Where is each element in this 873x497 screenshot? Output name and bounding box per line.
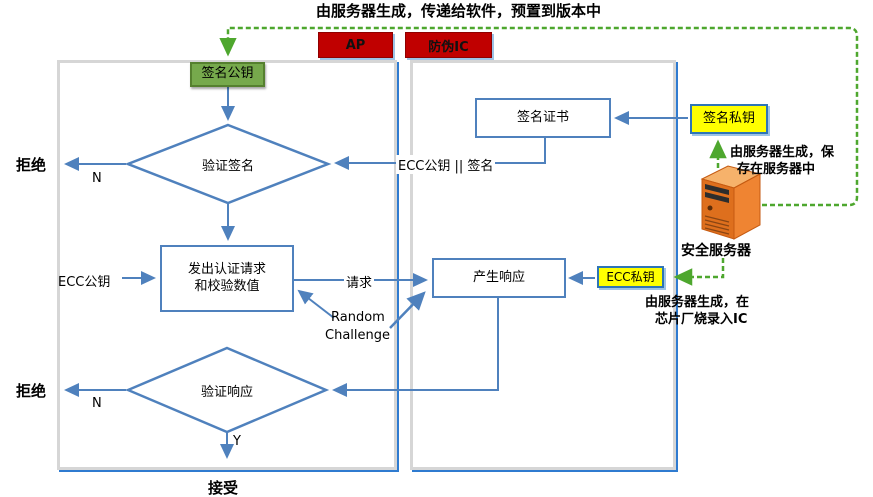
diamond-label-verify-response: 验证响应: [200, 385, 253, 400]
node-ecc-private-key: ECC私钥: [597, 266, 664, 288]
annotation-burned-into-ic-line1: 由服务器生成，在: [645, 295, 750, 310]
node-sign-public-key: 签名公钥: [190, 62, 265, 87]
node-sign-private-key: 签名私钥: [690, 104, 768, 134]
node-generate-response: 产生响应: [432, 258, 566, 298]
label-reject-bottom: 拒绝: [16, 382, 47, 400]
arrow-random-to-request-box: [297, 289, 335, 319]
dashed-arrow-server-to-ecc-privkey: [673, 258, 725, 286]
annotation-preset-to-version: 由服务器生成，传递给软件，预置到版本中: [316, 2, 602, 20]
label-y: Y: [233, 434, 241, 449]
annotation-burned-into-ic: 由服务器生成，在 芯片厂烧录入IC: [645, 294, 749, 328]
tab-anti-counterfeit-ic: 防伪IC: [405, 32, 492, 58]
label-n-top: N: [92, 171, 102, 186]
diamond-verify-signature: [124, 123, 332, 205]
node-send-auth-request-line1: 发出认证请求: [187, 262, 266, 278]
diamond-label-verify-signature: 验证签名: [201, 159, 254, 174]
arrow-random-to-gen-resp: [389, 291, 426, 329]
label-ecc-pubkey-concat-sign: ECC公钥 || 签名: [396, 155, 496, 174]
tab-ap-label: AP: [345, 37, 366, 53]
label-security-server: 安全服务器: [681, 243, 751, 259]
label-request: 请求: [344, 272, 375, 291]
label-accept: 接受: [208, 479, 239, 497]
arrow-gen-resp-to-verify-resp: [332, 298, 499, 397]
annotation-saved-on-server: 由服务器生成，保 存在服务器中: [730, 144, 834, 178]
annotation-saved-on-server-line1: 由服务器生成，保: [730, 145, 835, 160]
server-icon: [700, 165, 762, 240]
node-send-auth-request: 发出认证请求 和校验数值: [160, 245, 294, 312]
diamond-verify-response: [124, 346, 330, 434]
tab-ic-label: 防伪IC: [428, 39, 469, 55]
node-send-auth-request-line2: 和校验数值: [194, 278, 260, 294]
node-sign-certificate: 签名证书: [475, 98, 611, 138]
label-ecc-public-key: ECC公钥: [58, 275, 111, 290]
annotation-saved-on-server-line2: 存在服务器中: [737, 162, 816, 177]
label-random-challenge-line1: Random: [331, 310, 385, 325]
label-n-bottom: N: [92, 396, 102, 411]
label-reject-top: 拒绝: [16, 156, 47, 174]
dashed-path-server-to-sign-pubkey: [219, 26, 859, 207]
tab-ap: AP: [318, 32, 393, 58]
label-random-challenge-line2: Challenge: [325, 328, 390, 343]
annotation-burned-into-ic-line2: 芯片厂烧录入IC: [655, 312, 748, 327]
